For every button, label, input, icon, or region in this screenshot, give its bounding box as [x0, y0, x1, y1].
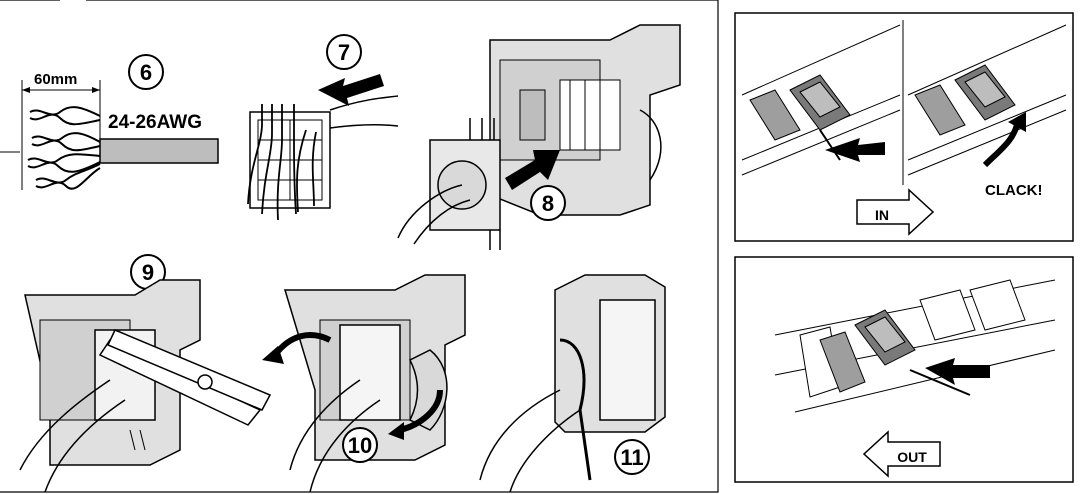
- step-8-number: 8: [542, 191, 554, 216]
- step-6-badge: [128, 54, 164, 90]
- step-6-cable-strip: 60mm 24-26AWG 6: [0, 54, 219, 190]
- insert-arrow-icon: [318, 74, 384, 106]
- rotate-arrow-right-icon: [399, 389, 443, 433]
- in-arrow-icon: [856, 188, 935, 236]
- step-7-wire-manager: 7: [247, 34, 399, 221]
- step-6-number: 6: [140, 60, 152, 85]
- step-10-close-flaps: 10: [262, 274, 466, 493]
- step-8-jack-assembly: 8: [397, 24, 681, 250]
- panel-insert: CLACK! IN: [734, 12, 1074, 242]
- strip-length-label: 60mm: [34, 71, 77, 88]
- step-11-cable-tie: 11: [479, 274, 666, 493]
- step-7-number: 7: [338, 40, 350, 65]
- push-arrow-icon: [505, 150, 560, 190]
- step-9-number: 9: [142, 260, 154, 285]
- main-frame: [0, 0, 719, 493]
- wire-gauge-label: 24-26AWG: [108, 112, 202, 133]
- cable-tie-icon: [559, 338, 592, 481]
- step-10-number: 10: [348, 433, 372, 458]
- in-label: IN: [875, 207, 889, 223]
- out-label: OUT: [897, 449, 927, 465]
- clack-label: CLACK!: [985, 182, 1043, 199]
- step-9-pliers: 9: [19, 254, 272, 493]
- push-in-arrow-icon: [825, 138, 885, 162]
- rotate-arrow-left-icon: [272, 332, 332, 357]
- out-arrow-icon: [862, 430, 941, 478]
- step-11-number: 11: [620, 445, 643, 470]
- release-arrow-icon: [925, 358, 990, 385]
- panel-remove: OUT: [734, 256, 1074, 483]
